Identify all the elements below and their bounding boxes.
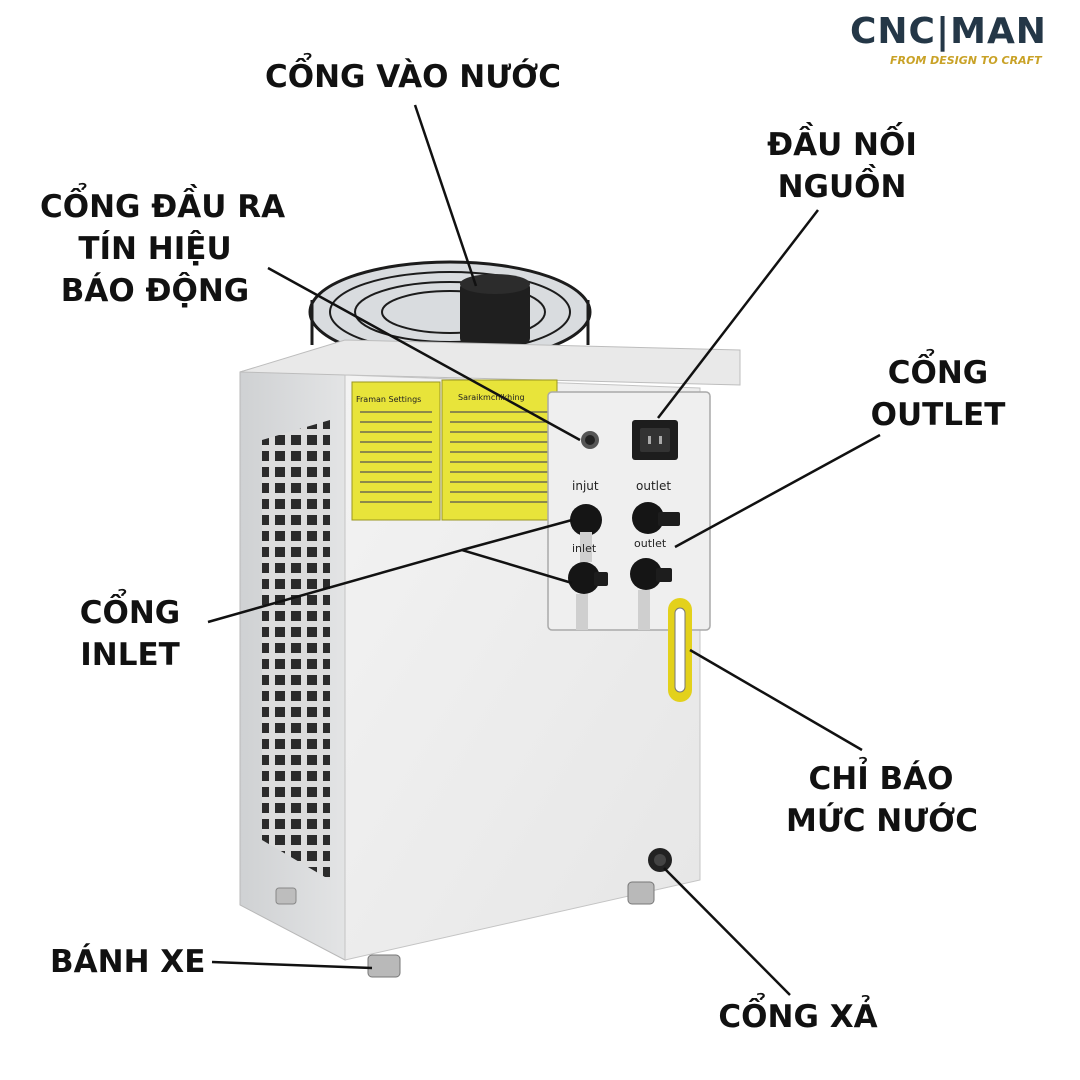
label-drain-port: CỔNG XẢ	[718, 999, 878, 1035]
alarm-output-port	[581, 431, 599, 449]
level-gauge-icon	[668, 598, 692, 702]
sticker-right-title: Saraikmchikhing	[458, 393, 525, 402]
caster-wheel-icon	[275, 881, 655, 978]
outlet-fitting-lower	[630, 558, 672, 630]
leader-lines	[207, 104, 881, 996]
label-alarm-output: CỔNG ĐẦU RA TÍN HIỆU BÁO ĐỘNG	[40, 189, 286, 309]
panel-label-right: outlet	[636, 479, 671, 493]
water-inlet-cap	[460, 274, 530, 344]
label-power-connector: ĐẦU NỐI NGUỒN	[767, 127, 917, 205]
brand-tagline: FROM DESIGN TO CRAFT	[890, 54, 1042, 67]
panel-label-outlet: outlet	[634, 537, 667, 550]
warning-sticker-right	[441, 379, 558, 521]
label-inlet-port: CỔNG INLET	[79, 595, 181, 673]
power-socket-icon	[632, 420, 678, 460]
leader-inlet-upper	[461, 518, 573, 552]
leader-water-inlet	[413, 104, 478, 287]
drain-valve-icon	[648, 848, 672, 872]
panel-label-left: injut	[572, 479, 599, 493]
inlet-fitting-lower	[568, 562, 608, 630]
leader-water-level	[689, 648, 863, 752]
panel-label-inlet: inlet	[572, 542, 597, 555]
side-ventilation-grille	[262, 420, 330, 880]
leader-outlet	[674, 433, 881, 549]
label-wheels: BÁNH XE	[50, 944, 206, 980]
label-water-inlet: CỔNG VÀO NƯỚC	[265, 59, 561, 95]
outlet-fitting-upper	[632, 502, 680, 534]
brand-logo: CNC|MAN FROM DESIGN TO CRAFT	[850, 12, 1070, 72]
leader-power	[657, 209, 819, 419]
leader-alarm-output	[267, 266, 581, 442]
label-outlet-port: CỔNG OUTLET	[870, 355, 1006, 433]
inlet-fitting-upper	[570, 504, 602, 562]
label-water-level: CHỈ BÁO MỨC NƯỚC	[786, 761, 978, 839]
connection-plate	[547, 391, 711, 631]
leader-drain	[663, 867, 791, 996]
sticker-left-title: Framan Settings	[356, 395, 421, 404]
brand-name: CNC|MAN	[850, 11, 1047, 52]
warning-sticker-left	[351, 381, 441, 521]
chiller-top-lid	[239, 339, 741, 386]
leader-wheels	[211, 960, 373, 970]
